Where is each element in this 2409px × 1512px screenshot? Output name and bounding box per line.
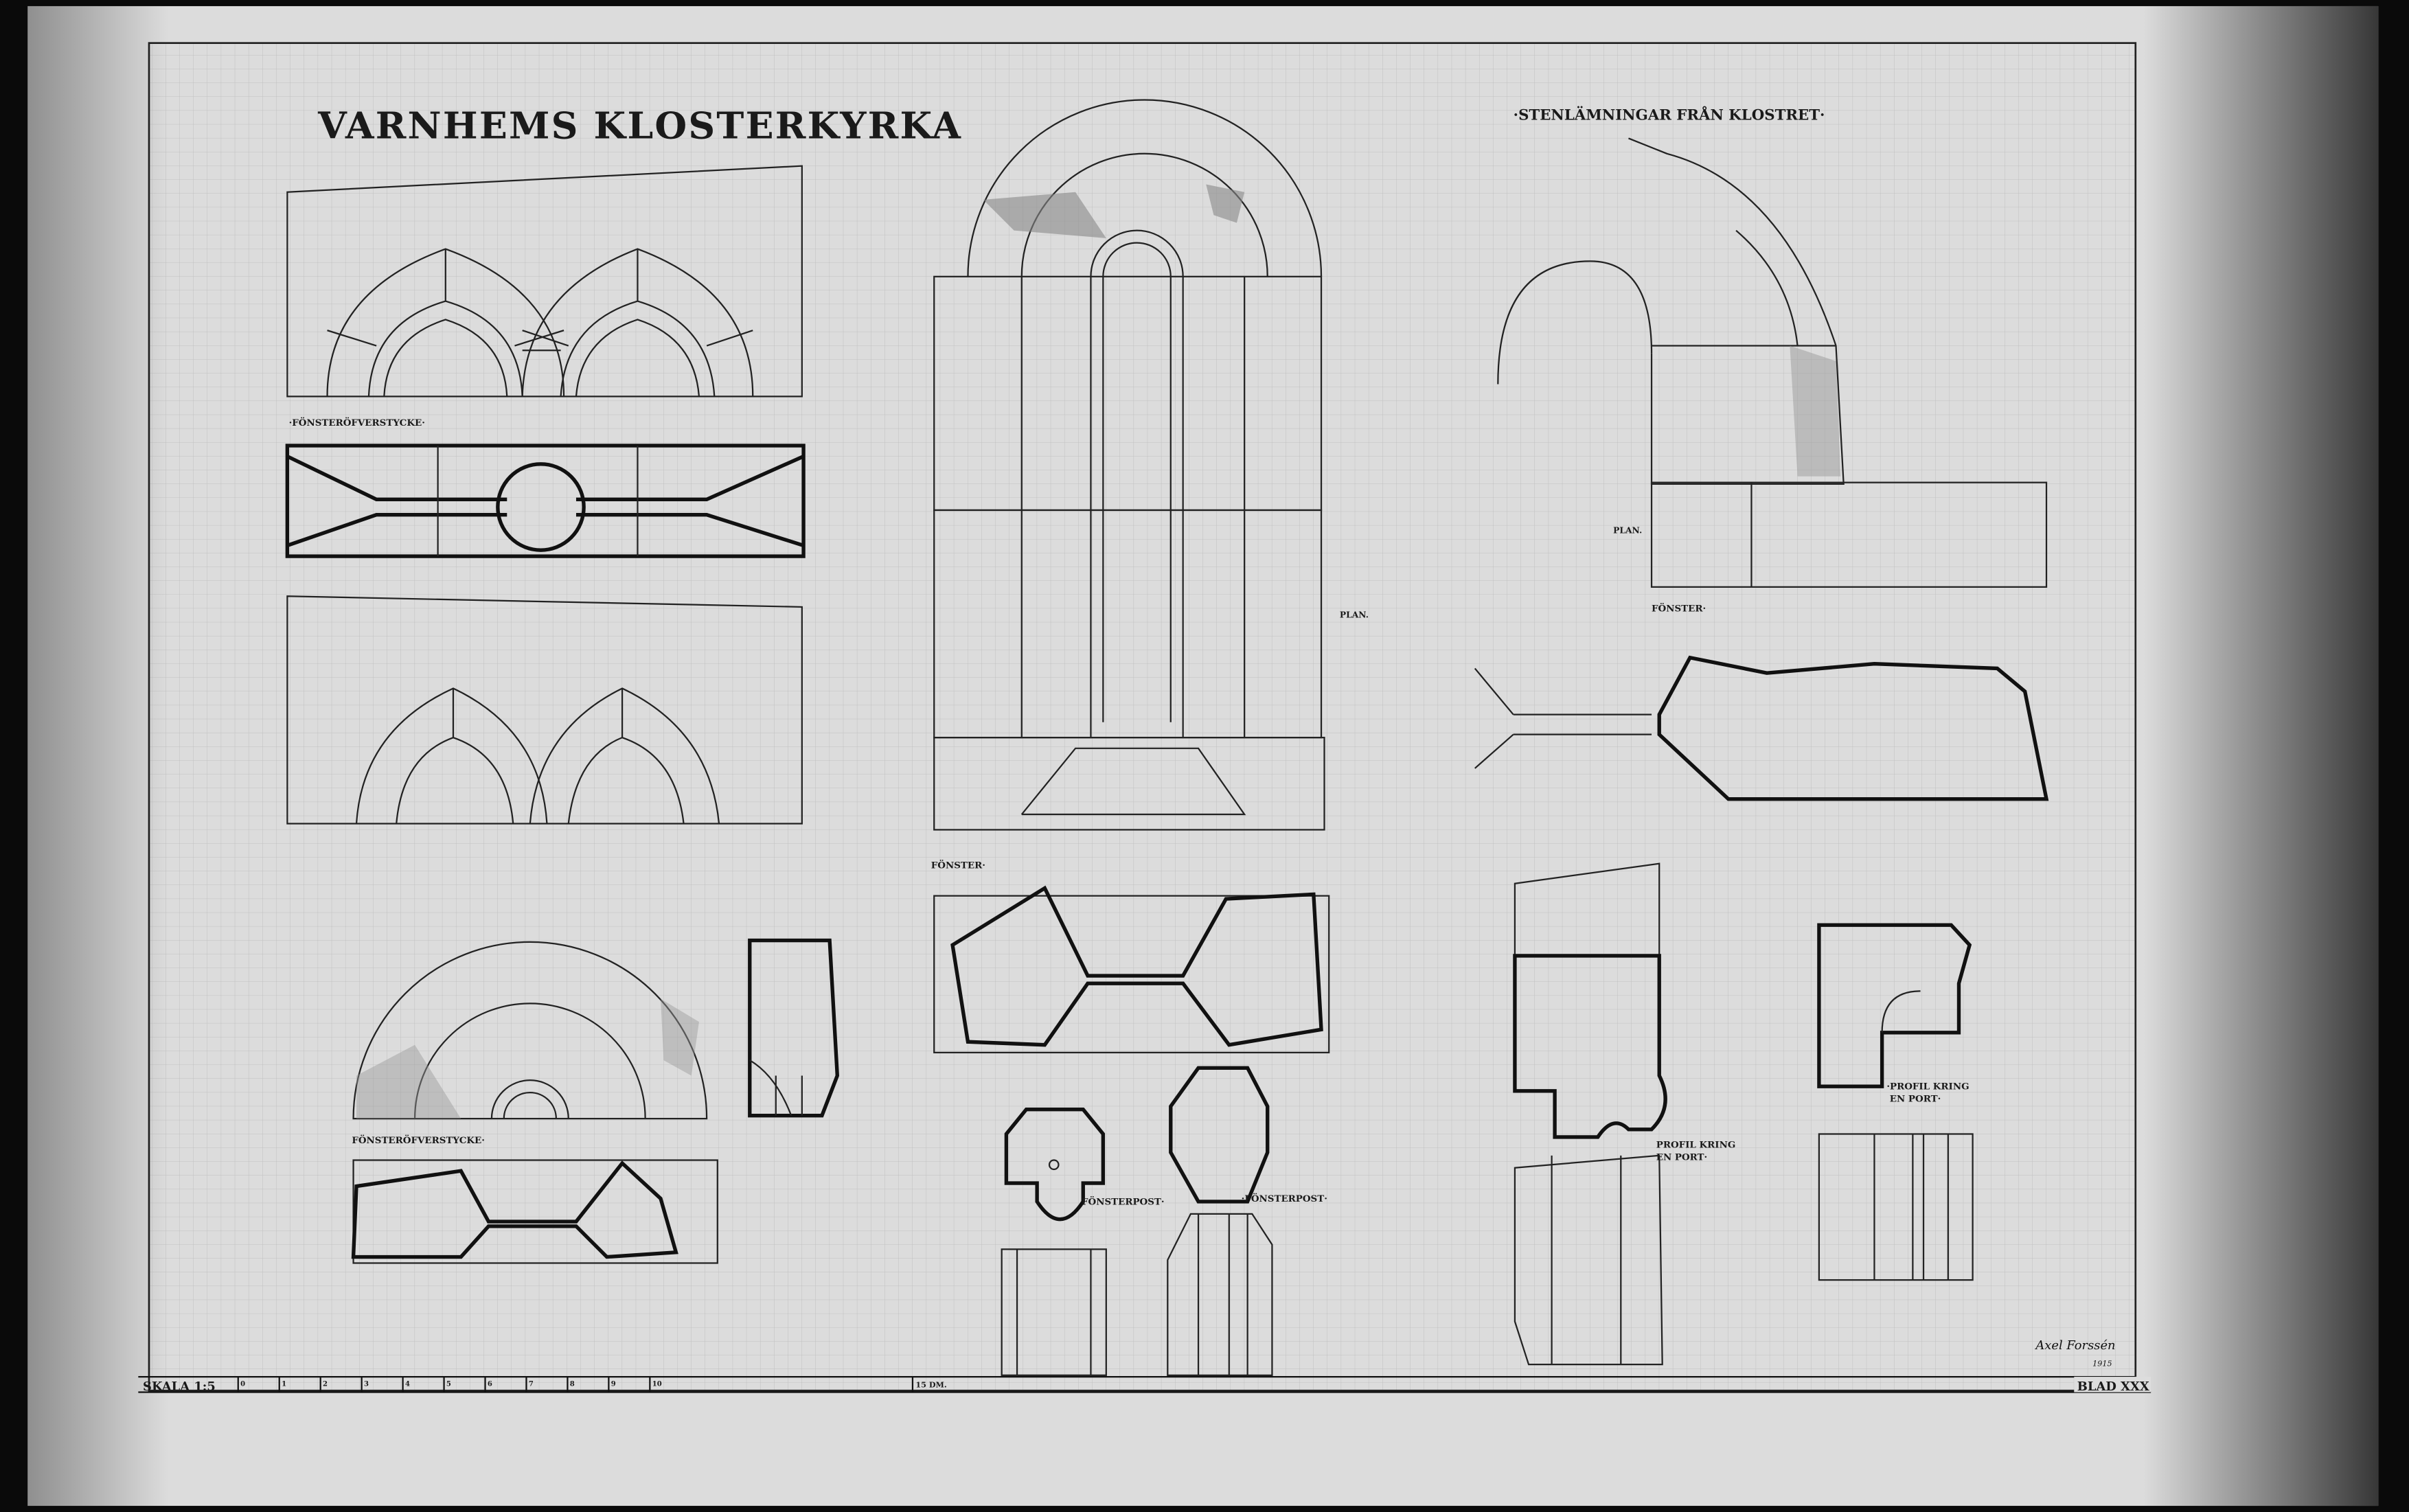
label-plan-right: PLAN. bbox=[1613, 525, 1642, 536]
signature-year: 1915 bbox=[2092, 1359, 2112, 1368]
sheet-subtitle: ·STENLÄMNINGAR FRÅN KLOSTRET· bbox=[1514, 107, 1825, 124]
window-head-elevation-bottom bbox=[286, 595, 803, 825]
label-plan-center: PLAN. bbox=[1340, 610, 1369, 620]
scale-label: SKALA 1:5 bbox=[143, 1379, 216, 1394]
label-profil-1-line2: EN PORT· bbox=[1656, 1152, 1707, 1163]
window-head-plan-top bbox=[285, 444, 806, 558]
scale-tick-label: 4 bbox=[405, 1380, 410, 1388]
window-head-plan-bottom bbox=[351, 1159, 718, 1264]
label-fonster-right: FÖNSTER· bbox=[1652, 603, 1706, 615]
window-mullion-sections bbox=[1001, 1066, 1273, 1376]
scale-tick-label: 1 bbox=[282, 1380, 286, 1388]
label-profil-2-line2: EN PORT· bbox=[1890, 1094, 1941, 1105]
scale-bar: SKALA 1:5 0 1 2 3 4 5 6 7 8 9 10 15 DM. BLAD XXX bbox=[138, 1375, 2151, 1394]
sheet-number: BLAD XXX bbox=[2077, 1379, 2149, 1394]
label-fonster-center: FÖNSTER· bbox=[931, 859, 985, 871]
window-head-elevation-top bbox=[286, 165, 803, 398]
scale-tick-label: 9 bbox=[611, 1380, 616, 1388]
scale-end-label: 15 DM. bbox=[915, 1381, 946, 1390]
portal-profile-fragment-2 bbox=[1817, 923, 1974, 1281]
label-fonsterpost-2: ·FÖNSTERPOST· bbox=[1242, 1193, 1327, 1204]
scale-tick-label: 10 bbox=[652, 1380, 662, 1388]
label-fonsterofverstycke-bottom: FÖNSTERÖFVERSTYCKE· bbox=[352, 1134, 485, 1146]
sheet-title: VARNHEMS KLOSTERKYRKA bbox=[317, 104, 962, 147]
scale-tick-label: 6 bbox=[488, 1380, 492, 1388]
label-fonsterpost-1: FÖNSTERPOST· bbox=[1082, 1195, 1165, 1207]
portal-profile-fragment-1 bbox=[1513, 862, 1667, 1366]
portal-plan-right bbox=[1474, 655, 2049, 801]
scale-tick-label: 2 bbox=[323, 1380, 328, 1388]
scale-tick-label: 0 bbox=[240, 1380, 245, 1388]
label-fonsterofverstycke-top: ·FÖNSTERÖFVERSTYCKE· bbox=[289, 417, 425, 428]
window-elevation-center bbox=[933, 99, 1325, 831]
label-profil-2-line1: ·PROFIL KRING bbox=[1886, 1081, 1969, 1092]
window-plan-center bbox=[933, 885, 1330, 1054]
signature: Axel Forssén bbox=[2034, 1338, 2115, 1353]
scale-tick-label: 8 bbox=[570, 1380, 575, 1388]
portal-arch-fragment-right bbox=[1497, 137, 2048, 588]
scale-tick-label: 7 bbox=[529, 1380, 534, 1388]
scale-tick-label: 3 bbox=[364, 1380, 369, 1388]
scale-tick-label: 5 bbox=[446, 1380, 451, 1388]
label-profil-1-line1: PROFIL KRING bbox=[1656, 1140, 1736, 1151]
window-head-fragment-bottom bbox=[352, 938, 840, 1120]
